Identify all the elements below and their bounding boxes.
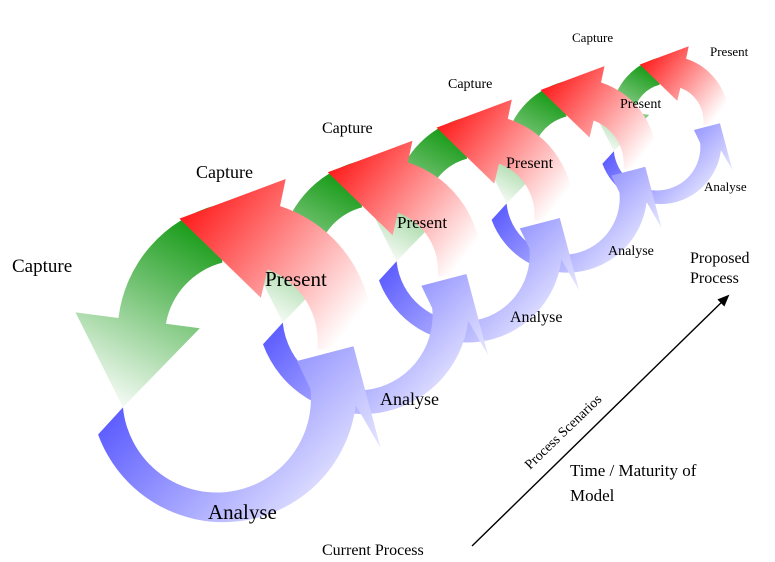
cycle-1	[75, 179, 381, 523]
cycle-2-present-label: Present	[397, 213, 447, 232]
cycle-5-capture-label: Capture	[572, 30, 613, 45]
maturity-caption-line2: Model	[570, 486, 615, 505]
cycle-3-analyse-label: Analyse	[510, 309, 562, 326]
proposed-process-label-line1: Proposed	[690, 250, 750, 267]
cycle-3-present-label: Present	[506, 155, 554, 172]
cycle-4-analyse-label: Analyse	[608, 244, 654, 259]
current-process-label: Current Process	[322, 542, 424, 559]
maturity-caption-line1: Time / Maturity of	[570, 461, 697, 480]
cycle-4-present-label: Present	[620, 97, 661, 112]
cycle-5-analyse-label: Analyse	[704, 179, 747, 194]
cycle-1-analyse-label: Analyse	[208, 500, 277, 524]
cycle-2-capture-label: Capture	[196, 162, 253, 182]
cycle-3-capture-label: Capture	[322, 120, 373, 137]
cycle-4-capture-label: Capture	[448, 77, 492, 92]
proposed-process-label-line2: Process	[690, 270, 739, 287]
cycle-5-present-label: Present	[710, 44, 749, 59]
maturity-axis-arrow	[471, 294, 730, 547]
cycle-2-analyse-label: Analyse	[380, 389, 439, 409]
cycle-1-present-label: Present	[265, 267, 327, 291]
cycle-1-capture-label: Capture	[12, 256, 72, 277]
